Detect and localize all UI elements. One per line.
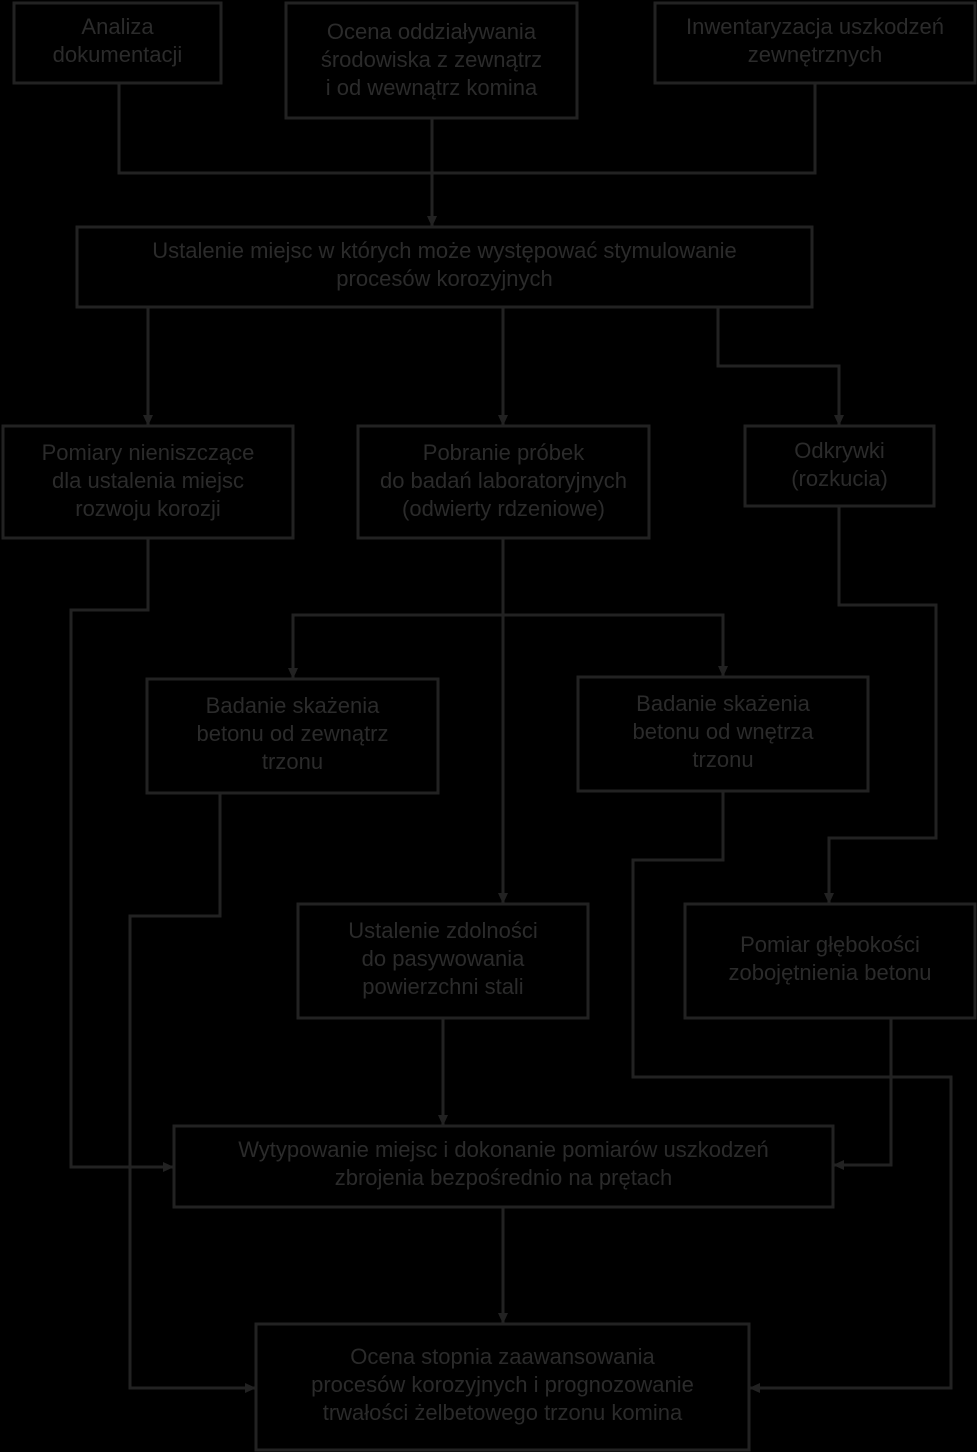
arrowhead xyxy=(718,666,728,677)
node-label-line: betonu od wnętrza xyxy=(632,719,814,744)
node-label-line: Pomiar głębokości xyxy=(740,932,920,957)
arrowhead xyxy=(245,1383,256,1393)
node-corrosion-sites: Ustalenie miejsc w których może występow… xyxy=(75,225,814,309)
arrowhead xyxy=(163,1162,174,1172)
node-label-line: betonu od zewnątrz xyxy=(196,721,388,746)
node-env-assessment: Ocena oddziaływania środowiska z zewnątrz… xyxy=(284,1,579,120)
node-label-line: trzonu xyxy=(262,749,323,774)
node-label-line: Ocena stopnia zaawansowania xyxy=(350,1344,655,1369)
node-label-line: Pobranie próbek xyxy=(423,440,585,465)
node-sampling: Pobranie próbek do badań laboratoryjnych (… xyxy=(356,424,651,540)
node-box xyxy=(12,1,223,85)
arrowhead xyxy=(824,893,834,904)
arrow-outer-to-final xyxy=(128,794,256,1390)
node-label-line: do badań laboratoryjnych xyxy=(380,468,627,493)
node-passivation: Ustalenie zdolności do pasywowania powierz… xyxy=(296,902,590,1020)
node-label-line: Ustalenie zdolności xyxy=(348,918,538,943)
connectors xyxy=(69,84,953,1393)
node-label-line: Badanie skażenia xyxy=(206,693,380,718)
node-label-line: zobojętnienia betonu xyxy=(728,960,931,985)
arrowhead xyxy=(749,1383,760,1393)
node-box xyxy=(1,424,295,540)
node-final-assessment: Ocena stopnia zaawansowania procesów koro… xyxy=(254,1322,751,1452)
node-box xyxy=(254,1322,751,1452)
node-box xyxy=(576,675,870,793)
node-label-line: do pasywowania xyxy=(362,946,525,971)
node-label-line: Analiza xyxy=(81,14,154,39)
node-label-line: Badanie skażenia xyxy=(636,691,810,716)
arrowhead xyxy=(498,1313,508,1324)
node-doc-analysis: Analiza dokumentacji xyxy=(12,1,223,85)
arrowhead xyxy=(833,1160,844,1170)
node-label-line: środowiska z zewnątrz xyxy=(321,47,542,72)
node-rebar-measurements: Wytypowanie miejsc i dokonanie pomiarów … xyxy=(172,1124,835,1209)
merge-line-top xyxy=(117,84,817,175)
node-box xyxy=(743,424,936,508)
node-label-line: trwałości żelbetowego trzonu komina xyxy=(323,1400,683,1425)
node-ndt-measurements: Pomiary nieniszczące dla ustalenia miejsc… xyxy=(1,424,295,540)
arrowhead xyxy=(834,415,844,426)
node-outer-contamination: Badanie skażenia betonu od zewnątrz trzonu xyxy=(145,677,440,795)
node-label-line: dla ustalenia miejsc xyxy=(52,468,244,493)
node-label-line: Ustalenie miejsc w których może występow… xyxy=(152,238,736,263)
node-box xyxy=(683,902,977,1020)
arrow-to-uncovering xyxy=(716,308,841,426)
node-label-line: (rozkucia) xyxy=(791,466,888,491)
node-carbonation-depth: Pomiar głębokości zobojętnienia betonu xyxy=(683,902,977,1020)
node-label-line: Inwentaryzacja uszkodzeń xyxy=(686,14,944,39)
arrow-carbonation-to-rebar xyxy=(833,1019,893,1167)
arrowhead xyxy=(438,1115,448,1126)
node-box xyxy=(75,225,814,309)
arrowhead xyxy=(498,893,508,904)
node-label-line: procesów korozyjnych i prognozowanie xyxy=(311,1372,694,1397)
arrow-inner-to-final xyxy=(631,792,953,1390)
node-uncovering: Odkrywki (rozkucia) xyxy=(743,424,936,508)
node-box xyxy=(653,1,977,85)
node-label-line: dokumentacji xyxy=(53,42,183,67)
node-label-line: Ocena oddziaływania xyxy=(327,19,537,44)
arrow-ndt-to-rebar xyxy=(69,539,174,1169)
node-box xyxy=(296,902,590,1020)
split-line-contamination xyxy=(291,613,725,679)
node-label-line: Wytypowanie miejsc i dokonanie pomiarów … xyxy=(238,1137,769,1162)
node-inner-contamination: Badanie skażenia betonu od wnętrza trzonu xyxy=(576,675,870,793)
node-label-line: (odwierty rdzeniowe) xyxy=(402,496,605,521)
node-label-line: zbrojenia bezpośrednio na prętach xyxy=(335,1165,673,1190)
node-label-line: Odkrywki xyxy=(794,438,884,463)
node-box xyxy=(356,424,651,540)
node-damage-inventory: Inwentaryzacja uszkodzeń zewnętrznych xyxy=(653,1,977,85)
arrowhead xyxy=(427,216,437,227)
node-box xyxy=(172,1124,835,1209)
arrow-to-carbonation-depth xyxy=(827,507,938,904)
node-label-line: Pomiary nieniszczące xyxy=(42,440,255,465)
node-label-line: i od wewnątrz komina xyxy=(326,75,538,100)
node-label-line: trzonu xyxy=(692,747,753,772)
node-box xyxy=(145,677,440,795)
node-label-line: powierzchni stali xyxy=(362,974,523,999)
node-label-line: zewnętrznych xyxy=(748,42,883,67)
node-label-line: rozwoju korozji xyxy=(75,496,221,521)
node-box xyxy=(284,1,579,120)
arrowhead xyxy=(498,415,508,426)
arrowhead xyxy=(143,415,153,426)
node-label-line: procesów korozyjnych xyxy=(336,266,552,291)
arrowhead xyxy=(288,668,298,679)
